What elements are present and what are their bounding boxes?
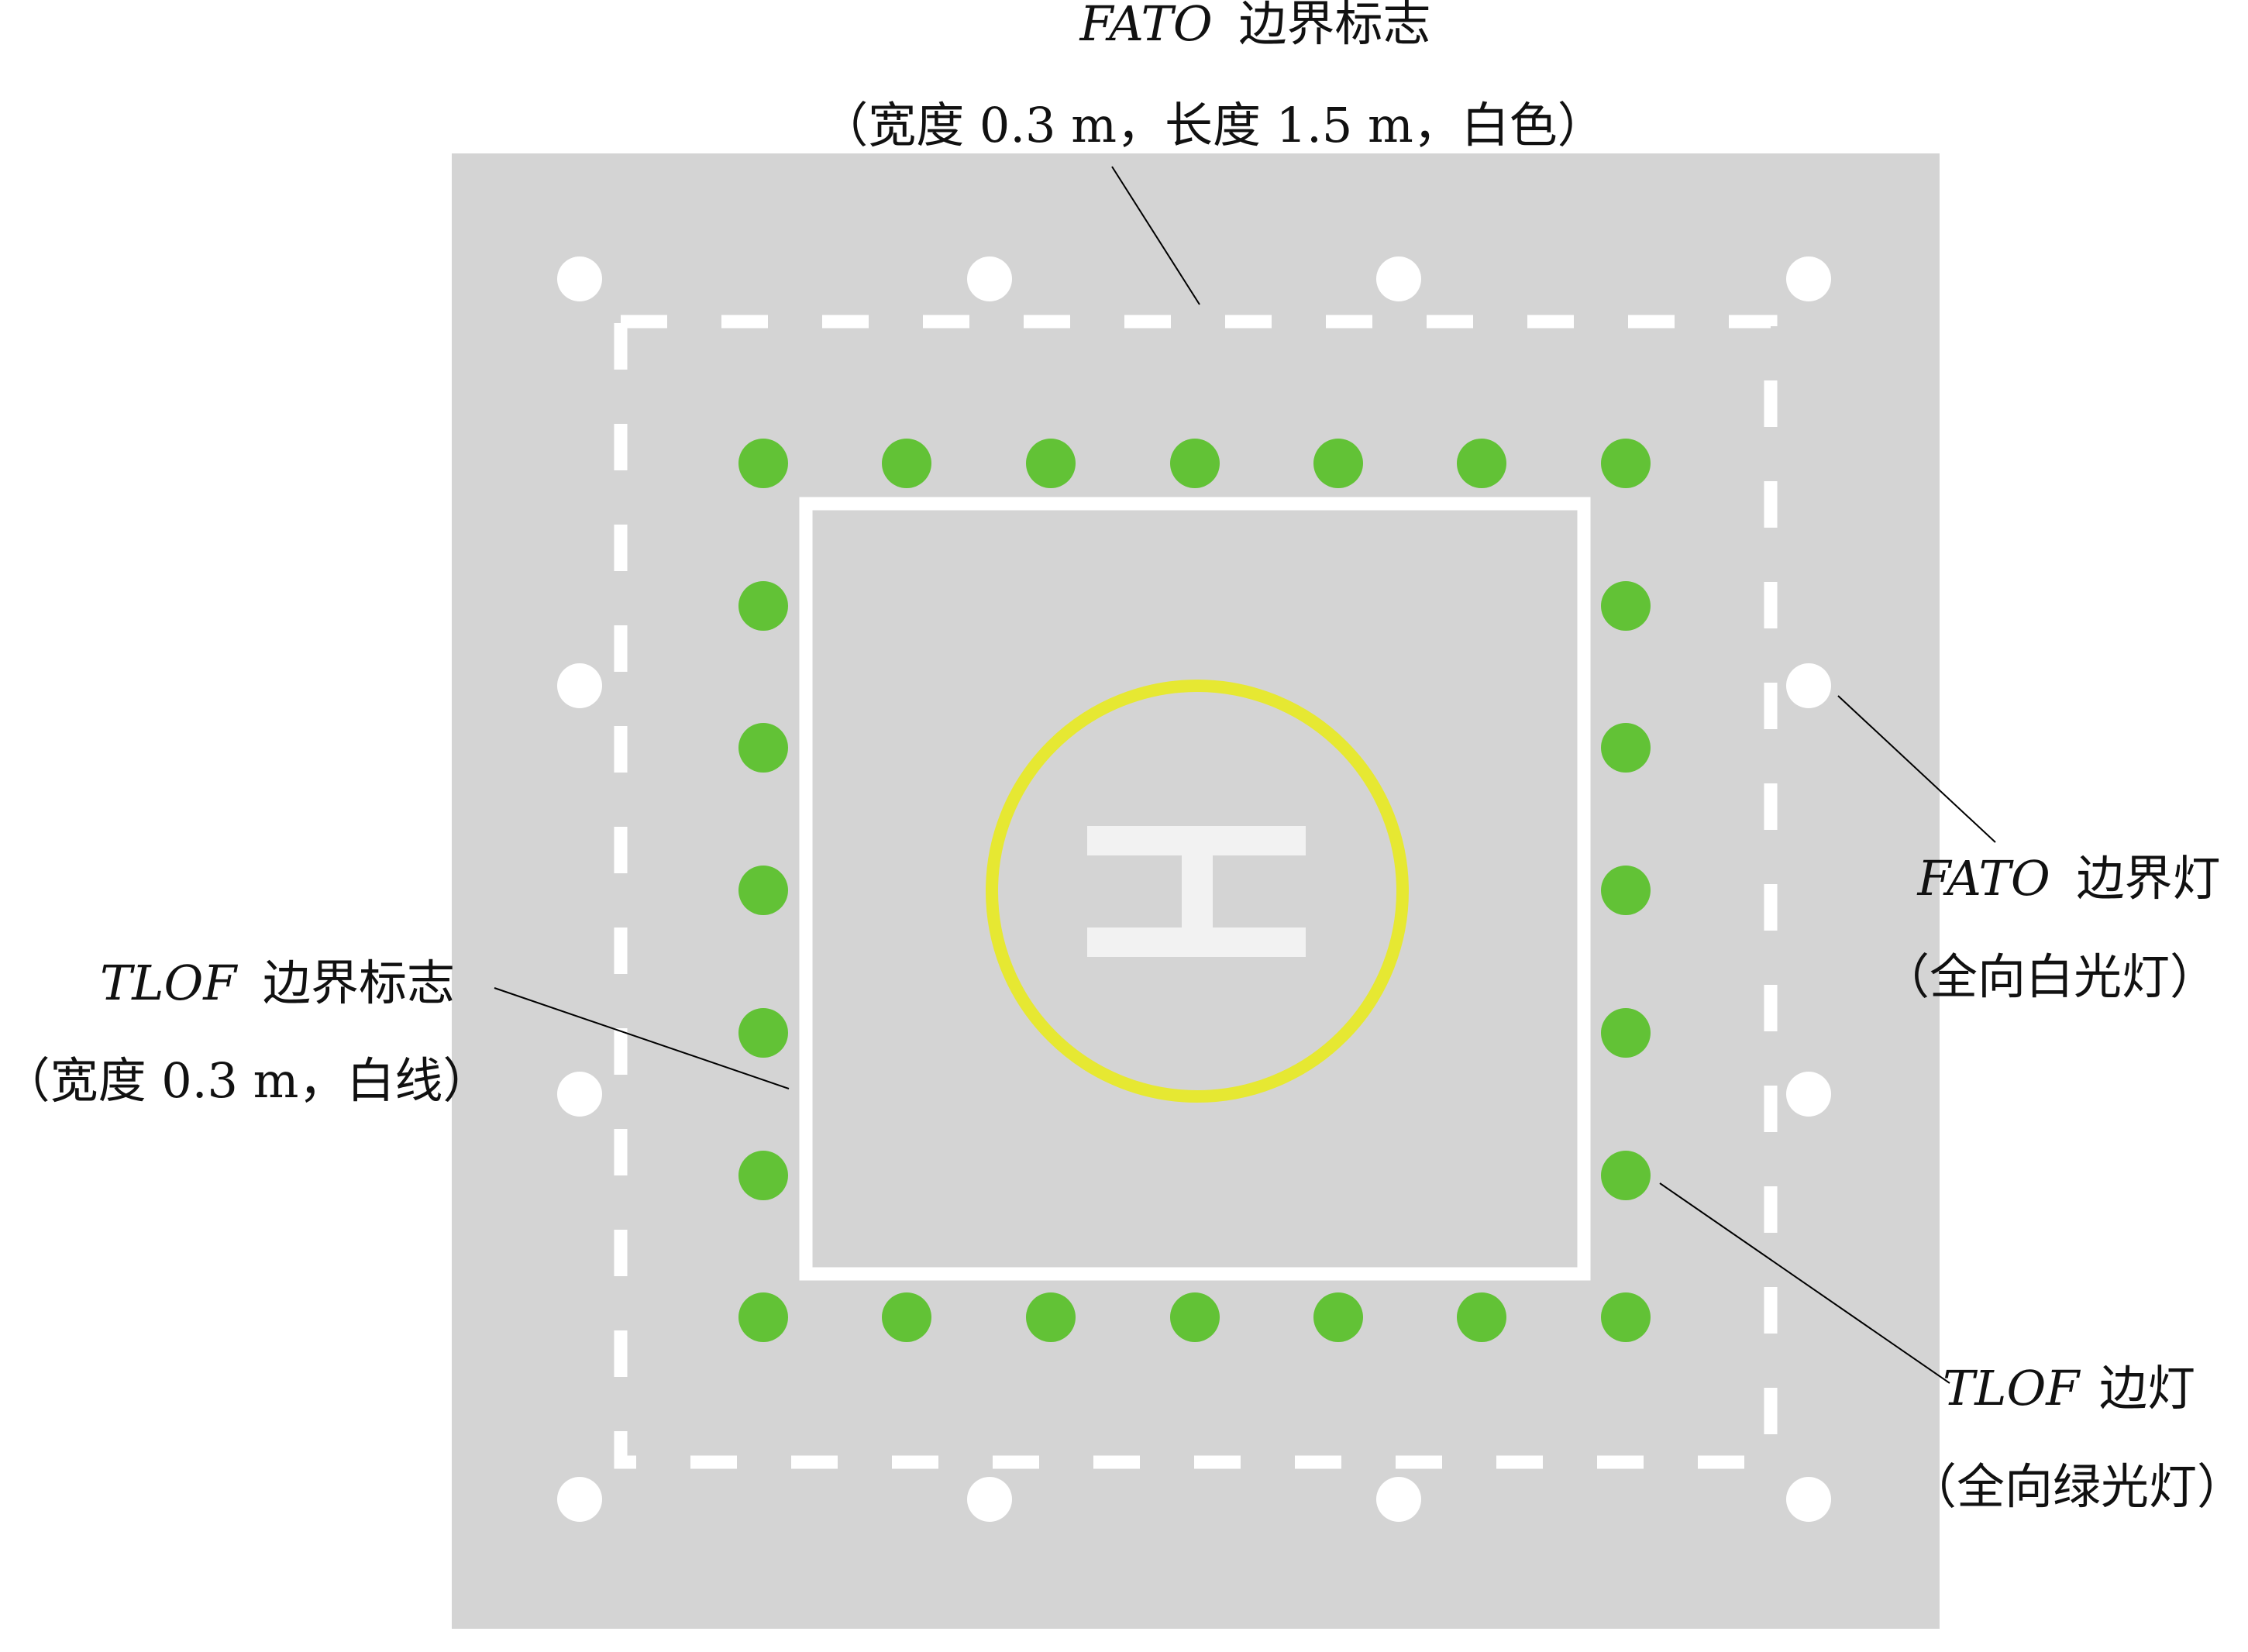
fato-marking-abbr: FATO <box>1079 0 1213 52</box>
leader-line-tlof-light <box>1659 1182 1950 1384</box>
green-circle-icon <box>1026 1292 1076 1342</box>
tlof-edge-lights <box>738 439 1651 1342</box>
tlof-marking-desc: （宽度 0.3 m，白线） <box>2 1052 491 1109</box>
white-circle-icon <box>557 1072 602 1117</box>
green-circle-icon <box>738 723 788 773</box>
white-circle-icon <box>1786 1477 1831 1522</box>
green-circle-icon <box>1601 723 1651 773</box>
green-circle-icon <box>738 439 788 488</box>
white-circle-icon <box>1786 256 1831 301</box>
fato-boundary-lights <box>557 256 1831 1522</box>
fato-marking-title: 边界标志 <box>1238 0 1430 52</box>
green-circle-icon <box>1170 439 1220 488</box>
green-circle-icon <box>1601 439 1651 488</box>
tlof-marking-abbr: TLOF <box>100 955 238 1011</box>
aiming-circle <box>986 680 1409 1103</box>
white-circle-icon <box>1376 256 1421 301</box>
green-circle-icon <box>1601 866 1651 915</box>
green-circle-icon <box>882 439 931 488</box>
fato-light-label: FATO 边界灯 <box>1917 850 2221 907</box>
white-circle-icon <box>557 1477 602 1522</box>
white-circle-icon <box>967 1477 1012 1522</box>
fato-marking-desc: （宽度 0.3 m，长度 1.5 m，白色） <box>820 97 1606 153</box>
green-circle-icon <box>882 1292 931 1342</box>
white-circle-icon <box>1786 663 1831 708</box>
white-circle-icon <box>557 663 602 708</box>
h-mark-icon <box>1087 826 1306 957</box>
tlof-light-desc: （全向绿光灯） <box>1909 1458 2245 1515</box>
green-circle-icon <box>1601 1008 1651 1058</box>
tlof-light-label: TLOF 边灯 <box>1943 1360 2195 1416</box>
white-circle-icon <box>1786 1072 1831 1117</box>
green-circle-icon <box>1457 1292 1506 1342</box>
green-circle-icon <box>1601 581 1651 631</box>
tlof-boundary-marking <box>799 497 1591 1281</box>
green-circle-icon <box>1170 1292 1220 1342</box>
green-circle-icon <box>1026 439 1076 488</box>
green-circle-icon <box>738 1008 788 1058</box>
green-circle-icon <box>1601 1151 1651 1200</box>
white-circle-icon <box>967 256 1012 301</box>
fato-marking-label: FATO 边界标志 <box>1079 0 1431 52</box>
green-circle-icon <box>1601 1292 1651 1342</box>
green-circle-icon <box>738 581 788 631</box>
tlof-marking-label: TLOF 边界标志 <box>100 955 455 1011</box>
leader-line-fato-marking <box>1111 166 1200 305</box>
green-circle-icon <box>738 1292 788 1342</box>
tlof-marking-title: 边界标志 <box>263 955 455 1011</box>
fato-light-abbr: FATO <box>1917 850 2050 907</box>
leader-line-fato-light <box>1837 695 1996 843</box>
fato-boundary-marking <box>614 315 1778 1469</box>
white-circle-icon <box>557 256 602 301</box>
fato-light-title: 边界灯 <box>2076 850 2220 907</box>
fato-light-desc: （全向白光灯） <box>1881 948 2218 1005</box>
green-circle-icon <box>738 866 788 915</box>
green-circle-icon <box>1457 439 1506 488</box>
tlof-light-title: 边灯 <box>2099 1360 2195 1416</box>
green-circle-icon <box>1313 439 1363 488</box>
white-circle-icon <box>1376 1477 1421 1522</box>
green-circle-icon <box>738 1151 788 1200</box>
tlof-light-abbr: TLOF <box>1943 1360 2081 1416</box>
green-circle-icon <box>1313 1292 1363 1342</box>
leader-line-tlof-marking <box>494 987 790 1089</box>
